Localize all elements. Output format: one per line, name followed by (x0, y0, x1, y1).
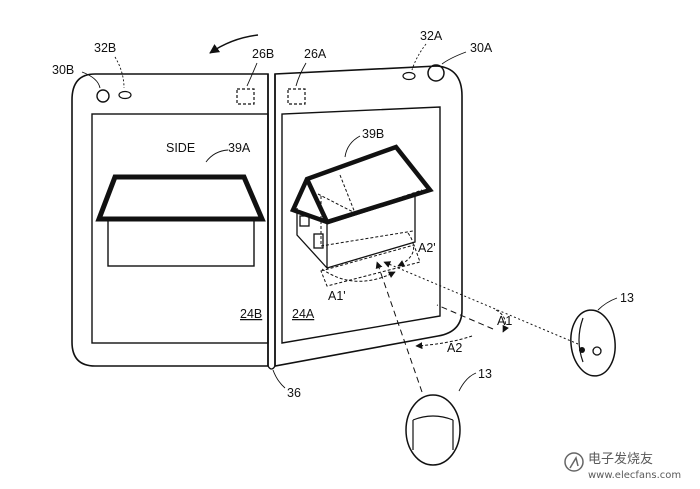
camera-30B (96, 89, 110, 103)
label-36: 36 (287, 386, 301, 400)
user-13-bottom (405, 394, 461, 466)
sight-lines (375, 261, 579, 393)
user-13-right (570, 309, 616, 377)
label-A2: A2 (447, 341, 462, 355)
label-13-bottom: 13 (478, 367, 492, 381)
label-A2-prime: A2' (418, 241, 436, 255)
house-side-view-39A (95, 174, 266, 267)
watermark-url: www.elecfans.com (588, 470, 681, 481)
label-24A: 24A (292, 307, 315, 321)
fold-arrow (209, 34, 259, 54)
leader-lines (81, 43, 618, 392)
label-39B: 39B (362, 127, 384, 141)
left-device (71, 73, 269, 367)
label-30B: 30B (52, 63, 74, 77)
watermark-text: 电子发烧友 (588, 451, 653, 467)
label-26B: 26B (252, 47, 274, 61)
right-device (274, 64, 463, 367)
left-device-body (71, 73, 269, 367)
label-A1-prime: A1' (328, 289, 346, 303)
right-screen (281, 106, 441, 344)
label-24B: 24B (240, 307, 262, 321)
sensor-32A (402, 71, 416, 81)
right-device-body (274, 65, 463, 367)
user-eye-icon (592, 346, 602, 356)
label-side: SIDE (166, 141, 195, 155)
hinge-36 (267, 74, 276, 370)
label-30A: 30A (470, 41, 493, 55)
sensor-26B (236, 88, 255, 105)
label-39A: 39A (228, 141, 251, 155)
house-3d-view-39B (289, 144, 434, 287)
sensor-32B (118, 90, 132, 100)
label-26A: 26A (304, 47, 327, 61)
watermark-logo-icon (564, 452, 584, 472)
camera-30A (427, 64, 445, 82)
sensor-26A (287, 88, 306, 105)
label-32B: 32B (94, 41, 116, 55)
watermark: 电子发烧友 www.elecfans.com (564, 451, 681, 481)
label-32A: 32A (420, 29, 443, 43)
label-A1: A1 (497, 314, 512, 328)
label-13-right: 13 (620, 291, 634, 305)
